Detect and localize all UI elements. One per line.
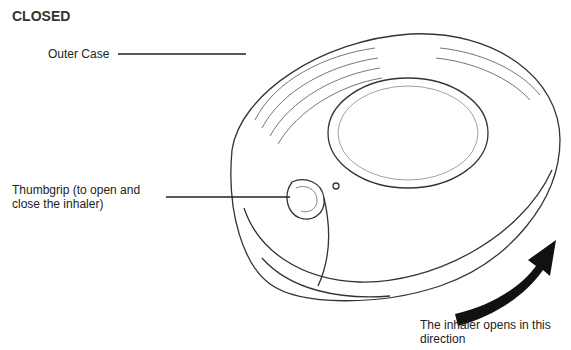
outer-case: [231, 34, 560, 301]
thumbgrip-ridge: [318, 198, 329, 286]
leader-line: [166, 196, 290, 198]
case-ribbing: [255, 48, 540, 144]
part-label: Thumbgrip (to open and close the inhaler…: [12, 183, 164, 211]
direction-label: The inhaler opens in this direction: [420, 318, 568, 346]
inner-disc: [328, 78, 488, 188]
thumbgrip: [287, 180, 324, 219]
thumbgrip-hollow: [296, 186, 317, 211]
part-label: Outer Case: [48, 47, 118, 61]
direction-arrow: [455, 240, 556, 326]
indicator-dot: [333, 183, 339, 189]
state-heading: CLOSED: [12, 8, 172, 24]
inner-disc-edge: [338, 86, 478, 180]
leader-line: [118, 53, 246, 55]
